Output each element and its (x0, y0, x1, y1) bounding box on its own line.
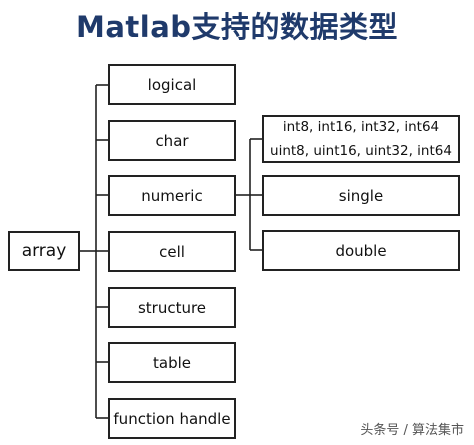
watermark: 头条号 / 算法集市 (356, 418, 468, 439)
array-box: array (8, 231, 80, 271)
double-label: double (335, 241, 387, 260)
type-box-cell: cell (108, 231, 236, 272)
type-label: structure (137, 298, 207, 317)
diagram-title: Matlab支持的数据类型 (75, 10, 399, 44)
type-label: char (155, 131, 189, 150)
type-label: table (153, 353, 191, 372)
type-box-structure: structure (108, 287, 236, 328)
single-label: single (338, 186, 384, 205)
double-type-box: double (262, 230, 460, 271)
type-label: logical (147, 75, 197, 94)
type-label: function handle (113, 409, 231, 428)
type-box-char: char (108, 120, 236, 161)
signed-int-types: int8, int16, int32, int64 (282, 119, 440, 135)
single-type-box: single (262, 175, 460, 216)
integer-types-box: int8, int16, int32, int64 uint8, uint16,… (262, 115, 460, 163)
unsigned-int-types: uint8, uint16, uint32, int64 (270, 143, 452, 159)
type-label: cell (159, 242, 185, 261)
type-label: numeric (141, 186, 203, 205)
array-label: array (21, 241, 67, 261)
type-box-numeric: numeric (108, 175, 236, 216)
type-box-function-handle: function handle (108, 398, 236, 439)
type-box-table: table (108, 342, 236, 383)
type-box-logical: logical (108, 64, 236, 105)
